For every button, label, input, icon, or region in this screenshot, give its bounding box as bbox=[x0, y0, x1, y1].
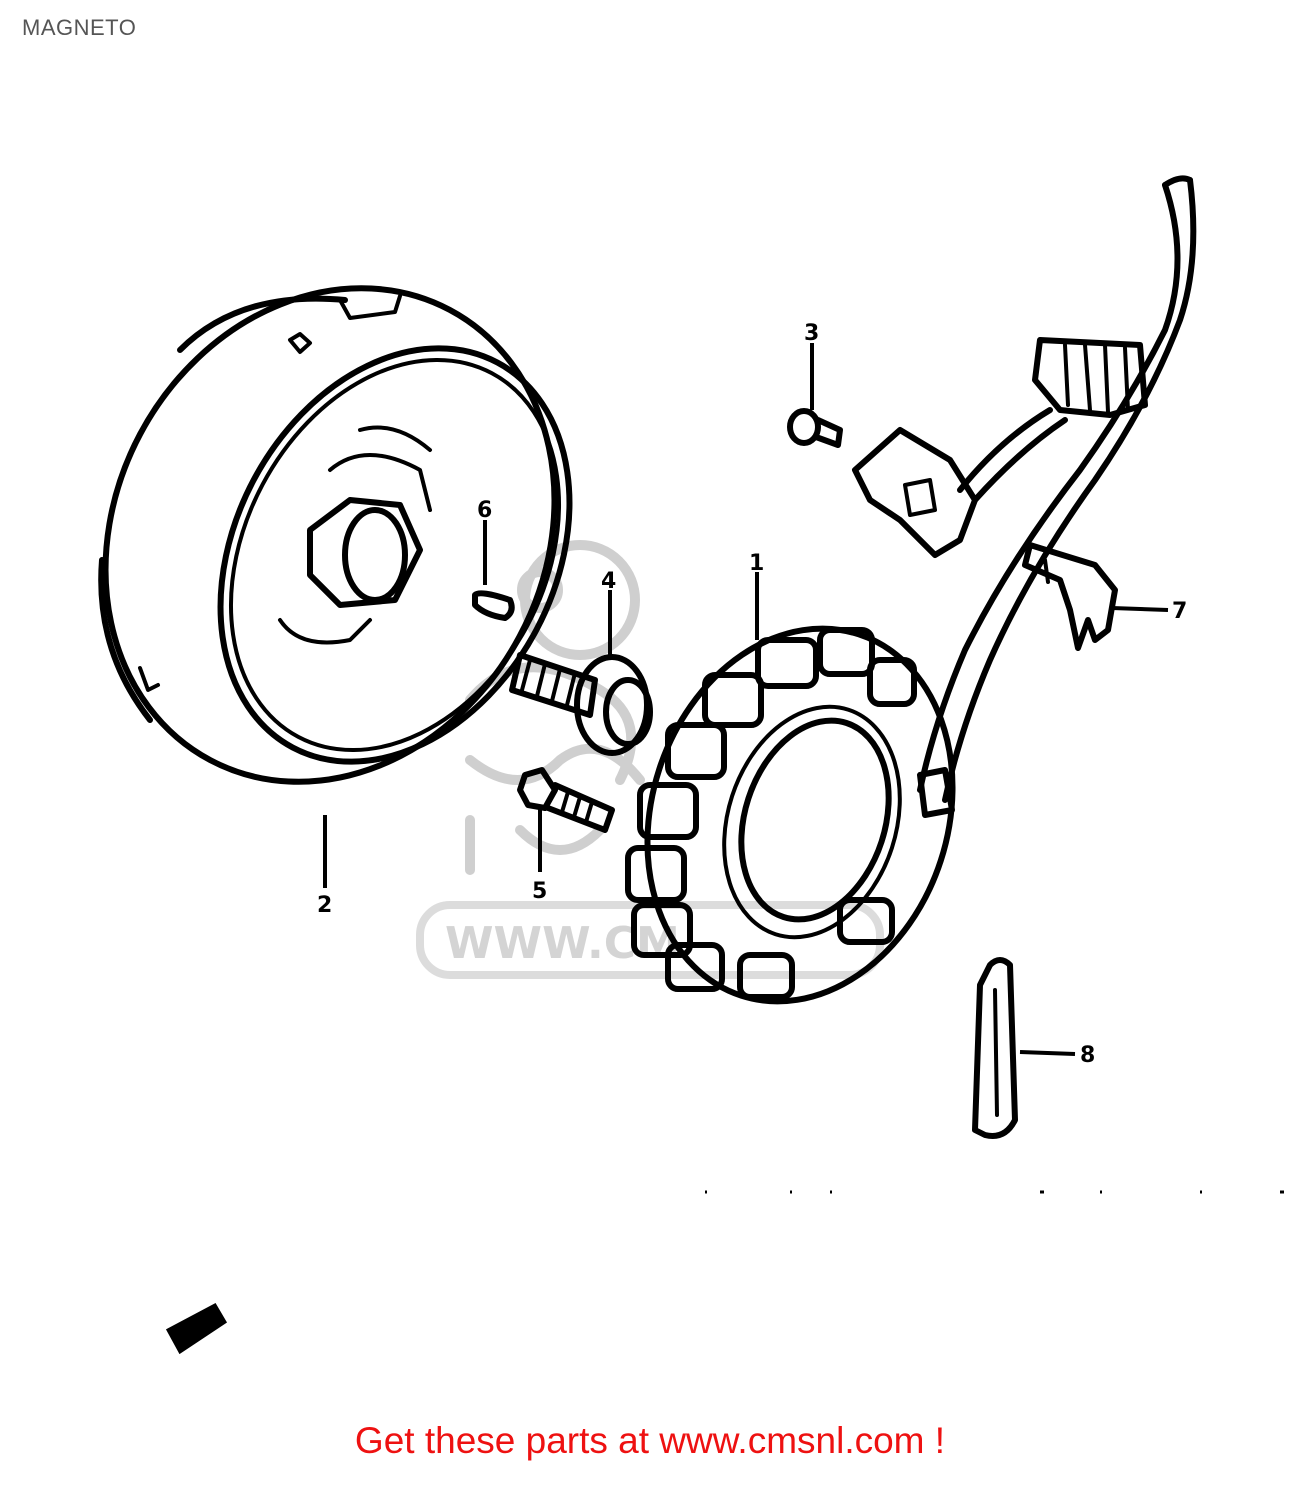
page-title: MAGNETO bbox=[22, 15, 137, 40]
key-8 bbox=[972, 957, 1018, 1139]
screw-5 bbox=[517, 767, 615, 833]
callout-5[interactable]: 5 bbox=[532, 879, 547, 904]
pickup-coil bbox=[852, 427, 978, 558]
stator bbox=[625, 625, 956, 1005]
clamp-7 bbox=[1022, 542, 1118, 651]
callout-2[interactable]: 2 bbox=[317, 893, 332, 918]
callout-3[interactable]: 3 bbox=[804, 321, 819, 346]
callout-7[interactable]: 7 bbox=[1172, 599, 1187, 624]
flywheel-rotor bbox=[98, 285, 573, 785]
bolt-4 bbox=[509, 652, 653, 756]
screw-3 bbox=[787, 408, 843, 448]
watermark-logo: WWW.CM bbox=[416, 540, 884, 979]
orientation-symbol bbox=[165, 1303, 228, 1355]
footer-link[interactable]: Get these parts at www.cmsnl.com ! bbox=[354, 1420, 946, 1461]
leader-8 bbox=[1019, 1050, 1076, 1056]
wiring-harness bbox=[917, 175, 1197, 818]
callout-4[interactable]: 4 bbox=[601, 569, 616, 594]
watermark-text: WWW.CM bbox=[445, 918, 680, 969]
callout-6[interactable]: 6 bbox=[477, 498, 492, 523]
leader-7 bbox=[1111, 606, 1169, 612]
callout-1[interactable]: 1 bbox=[749, 551, 764, 576]
callout-8[interactable]: 8 bbox=[1080, 1043, 1095, 1068]
